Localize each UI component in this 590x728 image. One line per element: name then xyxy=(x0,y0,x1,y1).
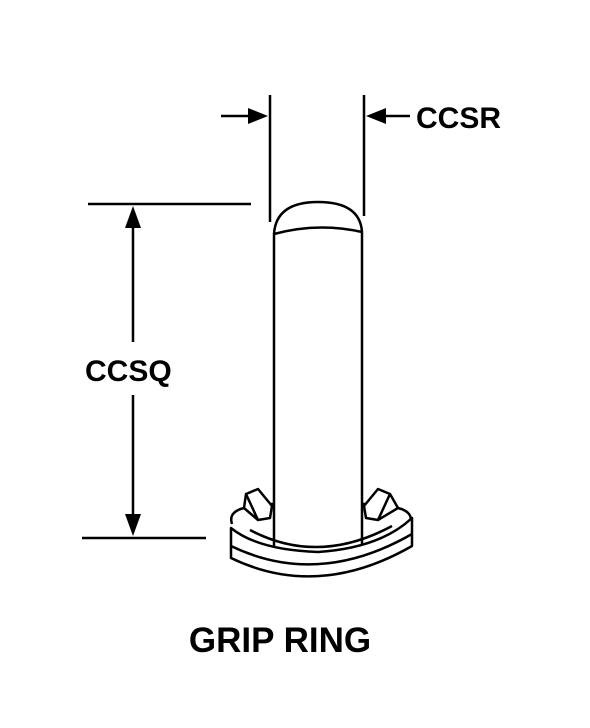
width-arrowhead-left xyxy=(248,108,268,124)
width-code-label: CCSR xyxy=(416,102,501,135)
width-arrowhead-right xyxy=(366,108,386,124)
width-dimension xyxy=(221,95,410,222)
diagram-title: GRIP RING xyxy=(189,621,371,660)
height-code-label: CCSQ xyxy=(85,355,172,388)
height-dimension xyxy=(82,202,251,540)
ring-barb-right-edge xyxy=(376,493,392,521)
ring-lower-edge xyxy=(230,532,413,566)
height-arrowhead-bottom xyxy=(125,514,141,536)
pin-cap-line xyxy=(273,226,363,236)
height-arrowhead-top xyxy=(125,206,141,228)
pin-shaft xyxy=(272,200,364,548)
grip-ring xyxy=(229,200,414,578)
ring-inner-front-edge xyxy=(249,524,393,549)
ring-barb-left-edge xyxy=(244,493,260,521)
